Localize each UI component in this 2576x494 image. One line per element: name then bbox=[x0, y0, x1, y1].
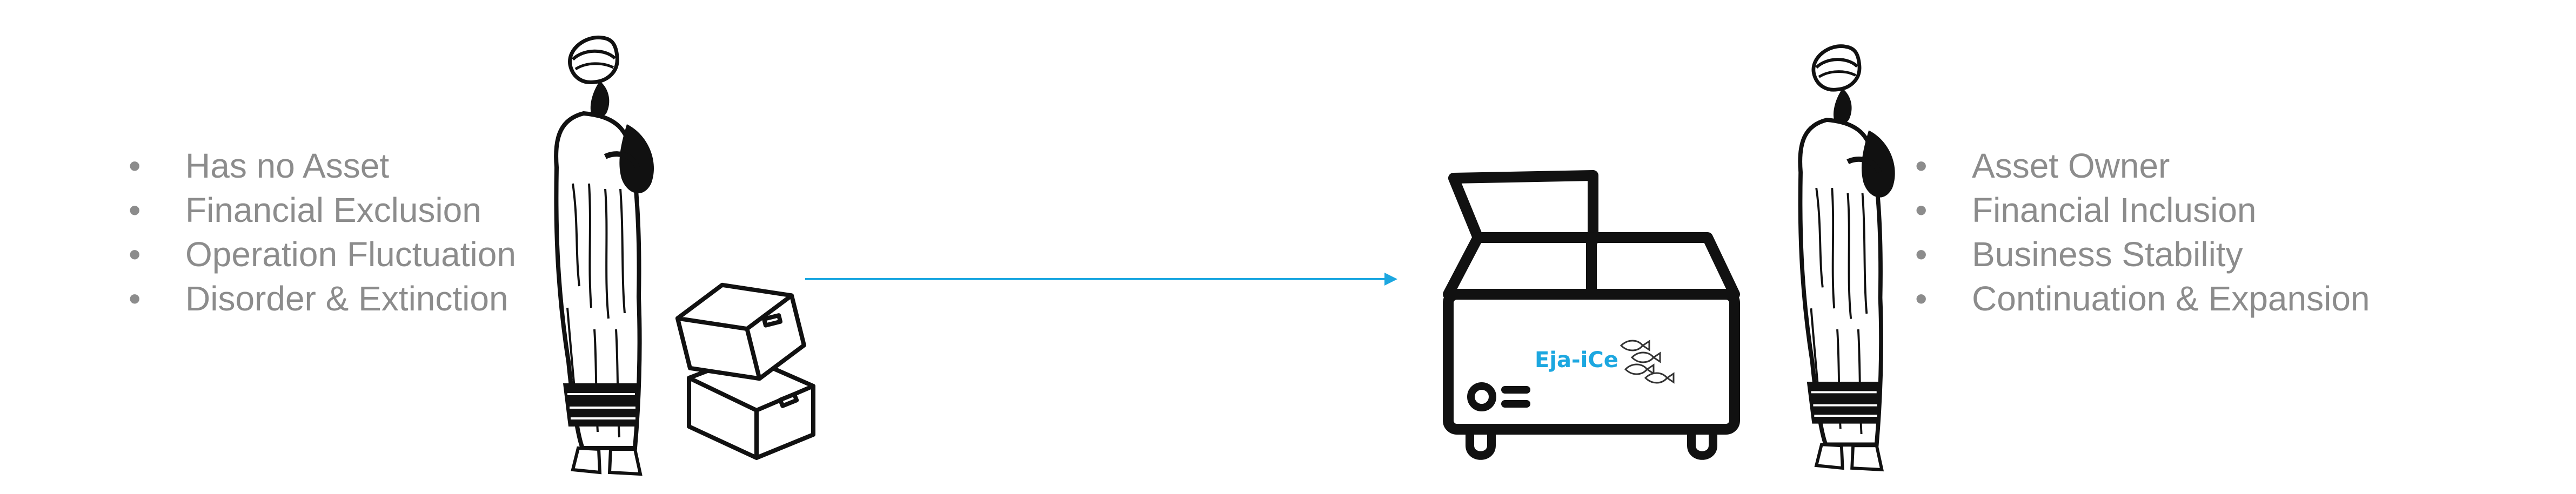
list-item: • Financial Inclusion bbox=[1915, 188, 2370, 232]
attribute-business-stability: Business Stability bbox=[1972, 235, 2243, 274]
list-item: • Has no Asset bbox=[129, 144, 516, 188]
bullet-icon: • bbox=[129, 191, 141, 229]
cardboard-boxes-icon bbox=[675, 282, 815, 460]
list-item: • Asset Owner bbox=[1915, 144, 2370, 188]
list-item: • Disorder & Extinction bbox=[129, 276, 516, 321]
attribute-financial-exclusion: Financial Exclusion bbox=[185, 191, 481, 229]
attribute-continuation-expansion: Continuation & Expansion bbox=[1972, 279, 2370, 318]
attribute-financial-inclusion: Financial Inclusion bbox=[1972, 191, 2257, 229]
bullet-icon: • bbox=[1915, 191, 1928, 229]
chest-freezer-icon bbox=[1443, 170, 1740, 460]
bullet-icon: • bbox=[1915, 146, 1928, 185]
bullet-icon: • bbox=[129, 279, 141, 318]
attribute-has-no-asset: Has no Asset bbox=[185, 146, 390, 185]
list-item: • Business Stability bbox=[1915, 232, 2370, 276]
bullet-icon: • bbox=[1915, 279, 1928, 318]
list-item: • Financial Exclusion bbox=[129, 188, 516, 232]
bullet-icon: • bbox=[1915, 235, 1928, 274]
bullet-icon: • bbox=[129, 235, 141, 274]
attribute-asset-owner: Asset Owner bbox=[1972, 146, 2170, 185]
list-item: • Continuation & Expansion bbox=[1915, 276, 2370, 321]
arrow-right-icon bbox=[805, 273, 1397, 286]
woman-figure-icon bbox=[556, 37, 654, 474]
before-attributes-list: • Has no Asset • Financial Exclusion • Oper… bbox=[129, 144, 516, 321]
list-item: • Operation Fluctuation bbox=[129, 232, 516, 276]
after-attributes-list: • Asset Owner • Financial Inclusion • Busin… bbox=[1915, 144, 2370, 321]
woman-figure-icon bbox=[1800, 46, 1895, 470]
attribute-operation-fluctuation: Operation Fluctuation bbox=[185, 235, 516, 274]
freezer-brand-label: Eja-iCe bbox=[1535, 348, 1618, 373]
fish-logo-icon bbox=[1620, 340, 1675, 384]
bullet-icon: • bbox=[129, 146, 141, 185]
attribute-disorder-extinction: Disorder & Extinction bbox=[185, 279, 508, 318]
